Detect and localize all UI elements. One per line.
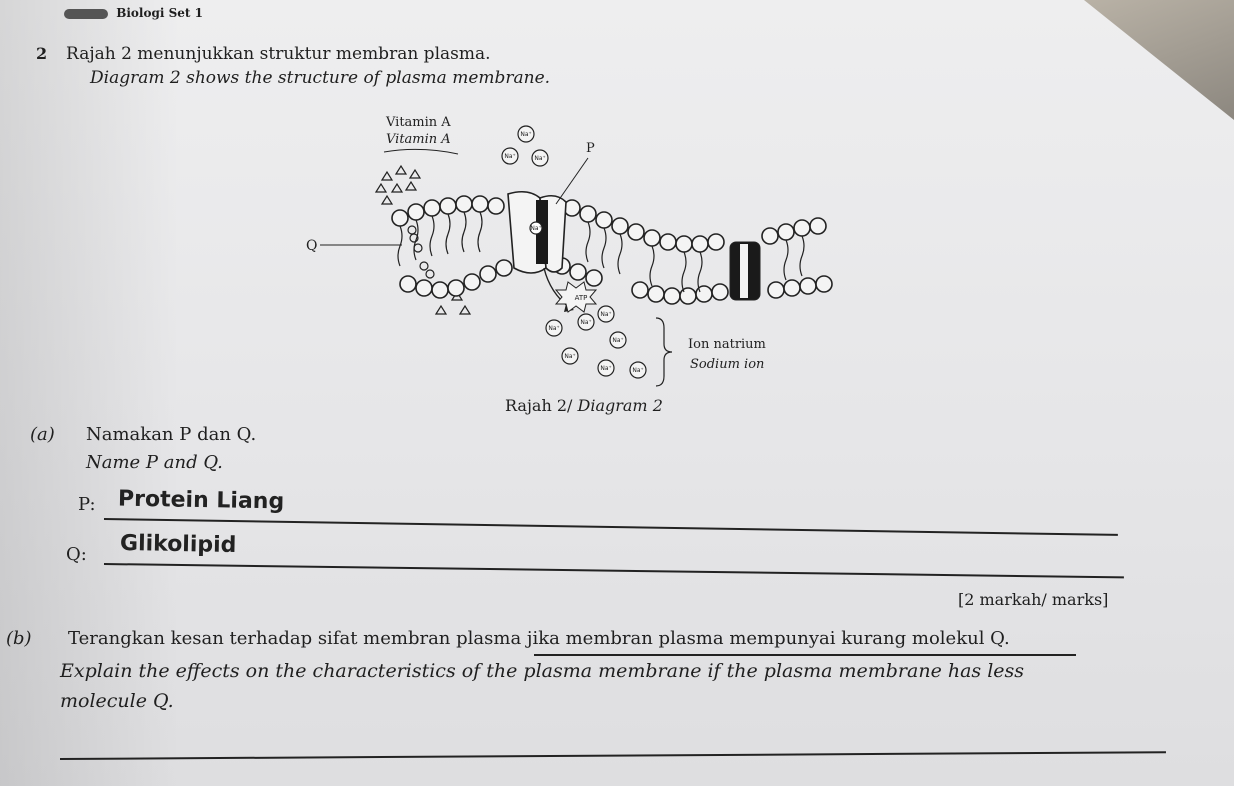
na-label: Na⁺	[564, 353, 575, 360]
answer-p-handwritten[interactable]: Protein Liang	[117, 486, 285, 515]
ion-brace	[655, 317, 673, 387]
na-label: Na⁺	[548, 325, 559, 332]
phospholipid-bilayer	[391, 195, 833, 305]
label-p: P	[586, 141, 595, 156]
page-header: Biologi Set 1	[64, 6, 203, 20]
page-shadow	[0, 0, 180, 786]
label-q: Q	[306, 238, 317, 254]
part-b-underline	[534, 654, 1076, 656]
part-a-label: (a)	[30, 424, 55, 445]
question-number: 2	[36, 44, 48, 63]
na-label: Na⁺	[600, 311, 611, 318]
part-b-text-en-line2: molecule Q.	[60, 690, 174, 712]
na-label: Na⁺	[534, 155, 545, 162]
na-label: Na⁺	[600, 365, 611, 372]
question-text-ms: Rajah 2 menunjukkan struktur membran pla…	[66, 44, 491, 64]
na-label: Na⁺	[504, 153, 515, 160]
na-label: Na⁺	[520, 131, 531, 138]
na-label: Na⁺	[632, 367, 643, 374]
answer-q-label: Q:	[66, 544, 87, 565]
marks-allocation: [2 markah/ marks]	[958, 590, 1109, 609]
atp-burst	[554, 281, 598, 313]
na-label: Na⁺	[530, 225, 541, 232]
answer-q-handwritten[interactable]: Glikolipid	[119, 530, 237, 559]
part-b-text-en-line1: Explain the effects on the characteristi…	[60, 660, 1025, 682]
vitamin-label-ms: Vitamin A	[385, 115, 451, 130]
publisher-logo	[64, 8, 108, 19]
ion-label-ms: Ion natrium	[688, 337, 766, 352]
question-text-en: Diagram 2 shows the structure of plasma …	[90, 68, 551, 88]
sodium-ions-top	[501, 125, 549, 235]
answer-p-label: P:	[78, 494, 96, 515]
part-b-text-ms: Terangkan kesan terhadap sifat membran p…	[68, 628, 1010, 649]
channel-pore	[536, 200, 548, 264]
diagram-caption: Rajah 2/ Diagram 2	[505, 396, 663, 415]
part-a-text-ms: Namakan P dan Q.	[86, 424, 257, 445]
vitamin-label-en: Vitamin A	[386, 132, 451, 147]
na-label: Na⁺	[580, 319, 591, 326]
caption-ms: Rajah 2/	[505, 396, 573, 415]
ion-label-en: Sodium ion	[690, 357, 764, 372]
glycolipid-q	[407, 225, 435, 279]
atp-label: ATP	[575, 294, 588, 302]
part-a-text-en: Name P and Q.	[86, 452, 223, 473]
na-label: Na⁺	[612, 337, 623, 344]
part-b-label: (b)	[6, 628, 32, 649]
sodium-ions-bottom	[545, 305, 647, 379]
plasma-membrane-diagram: Vitamin A Vitamin A	[306, 115, 833, 387]
caption-en: Diagram 2	[577, 396, 663, 415]
header-title: Biologi Set 1	[116, 6, 203, 20]
